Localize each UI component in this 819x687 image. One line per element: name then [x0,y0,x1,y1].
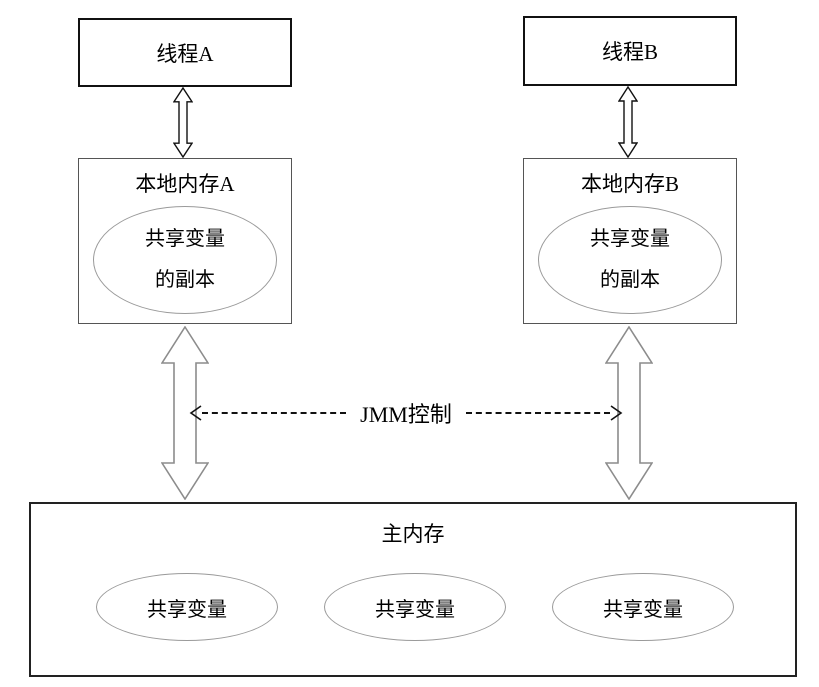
copy-line2: 的副本 [155,269,215,291]
shared-variable-ellipse: 共享变量 [96,573,278,641]
copy-line1: 共享变量 [590,228,670,250]
dashed-line-right [465,412,610,414]
local-memory-b-box: 本地内存B 共享变量 的副本 [523,158,737,324]
double-arrow-thread-b-local-b-icon [618,86,638,158]
dashed-arrowhead-left-icon [189,405,202,421]
shared-variable-ellipse: 共享变量 [552,573,734,641]
shared-variable-label: 共享变量 [375,598,455,621]
double-arrow-thread-a-local-a-icon [173,87,193,158]
thread-b-box: 线程B [523,16,737,86]
thread-b-label: 线程B [601,40,658,64]
local-memory-a-box: 本地内存A 共享变量 的副本 [78,158,292,324]
local-memory-a-copy-ellipse: 共享变量 的副本 [93,206,277,314]
copy-line1: 共享变量 [145,228,225,250]
main-memory-title: 主内存 [381,522,445,546]
shared-variable-ellipse: 共享变量 [324,573,506,641]
shared-variable-label: 共享变量 [147,598,227,621]
thread-a-label: 线程A [156,41,214,66]
dashed-line-left [202,412,347,414]
jmm-control-connector: JMM控制 [189,399,623,427]
local-memory-b-title: 本地内存B [580,172,679,196]
thread-a-box: 线程A [78,18,292,87]
main-memory-box: 主内存 共享变量 共享变量 共享变量 [29,502,797,677]
local-memory-b-copy-ellipse: 共享变量 的副本 [538,206,722,314]
shared-variable-label: 共享变量 [603,598,683,621]
local-memory-a-title: 本地内存A [135,172,235,196]
dashed-arrowhead-right-icon [610,405,623,421]
double-arrow-local-a-main-memory-icon [161,326,209,500]
jmm-control-label: JMM控制 [360,402,452,427]
copy-line2: 的副本 [600,269,660,291]
double-arrow-local-b-main-memory-icon [605,326,653,500]
